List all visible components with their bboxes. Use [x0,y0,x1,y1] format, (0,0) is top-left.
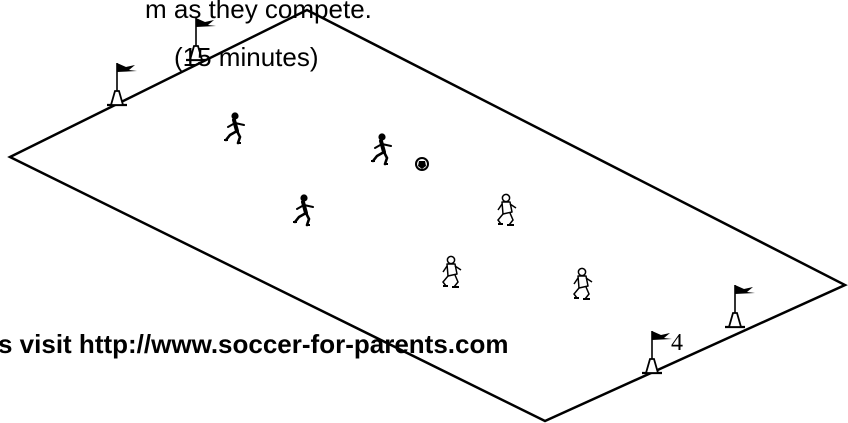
dark-player-icon [293,194,313,225]
cone-flag-icon [107,63,137,105]
dark-player-icon [224,112,244,143]
website-footer: s visit http://www.soccer-for-parents.co… [0,331,508,357]
duration-label: (15 minutes) [174,44,319,70]
cone-flag-icon [725,285,755,327]
light-player-icon [574,268,592,299]
dark-player-icon [371,133,391,164]
soccer-ball-icon [416,158,428,170]
light-player-icon [498,194,516,225]
page-number: 4 [671,331,683,355]
instruction-text: m as they compete. [145,0,372,22]
light-player-icon [443,256,461,287]
field-outline [10,10,845,421]
